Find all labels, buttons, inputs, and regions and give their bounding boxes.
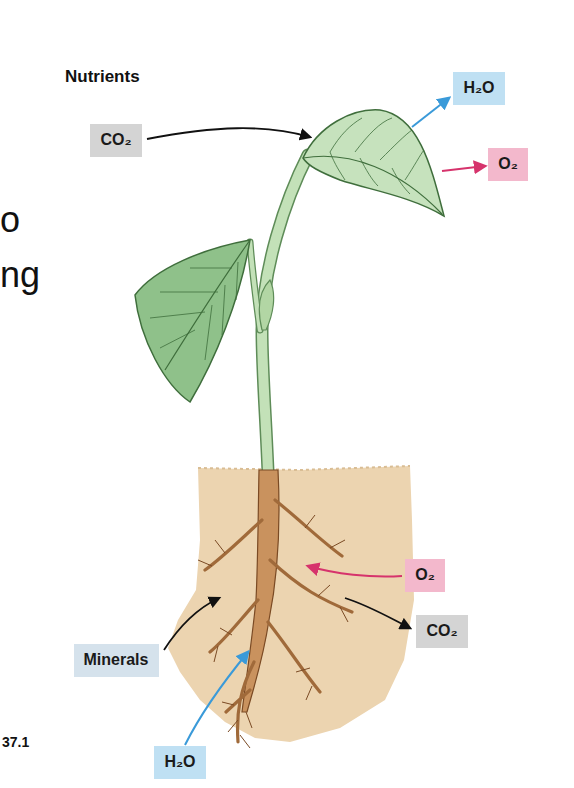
label-text: CO₂ — [100, 131, 131, 149]
soil-surface — [198, 466, 410, 470]
mineral-label: Minerals — [74, 644, 159, 677]
stem — [250, 155, 308, 472]
gas-label: O₂ — [405, 559, 445, 592]
figure-number: 37.1 — [2, 735, 29, 750]
flow-arrows — [412, 98, 449, 127]
roots — [205, 500, 352, 742]
slide-text-fragment: o — [0, 200, 20, 240]
flow-arrows — [185, 652, 248, 745]
heading-label: Nutrients — [65, 68, 140, 87]
left-leaf — [135, 240, 250, 402]
left-leaf — [135, 240, 250, 402]
right-leaf — [303, 110, 444, 216]
left-leaf — [165, 240, 250, 370]
flow-arrows — [164, 598, 219, 650]
stem — [250, 242, 260, 330]
flow-arrows — [308, 566, 402, 577]
right-leaf — [330, 118, 424, 194]
label-text: H₂O — [164, 753, 195, 771]
gas-label: O₂ — [488, 148, 528, 181]
roots — [198, 515, 348, 748]
label-text: O₂ — [498, 155, 518, 173]
slide-text-fragment: ng — [0, 255, 40, 295]
right-leaf — [303, 156, 442, 214]
stem — [250, 242, 260, 330]
stem — [259, 280, 273, 330]
flow-arrows — [442, 166, 485, 171]
label-text: Minerals — [84, 651, 149, 669]
label-text: CO₂ — [426, 622, 457, 640]
soil — [168, 466, 414, 742]
water-label: H₂O — [154, 746, 206, 779]
label-text: O₂ — [415, 566, 435, 584]
gas-label: CO₂ — [90, 124, 142, 157]
label-text: H₂O — [463, 79, 494, 97]
flow-arrows — [147, 98, 485, 745]
flow-arrows — [147, 128, 310, 139]
gas-label: CO₂ — [416, 615, 468, 648]
water-label: H₂O — [453, 72, 505, 105]
left-leaf — [150, 262, 238, 360]
right-leaf — [303, 110, 444, 216]
roots — [198, 470, 352, 748]
flow-arrows — [345, 598, 410, 628]
